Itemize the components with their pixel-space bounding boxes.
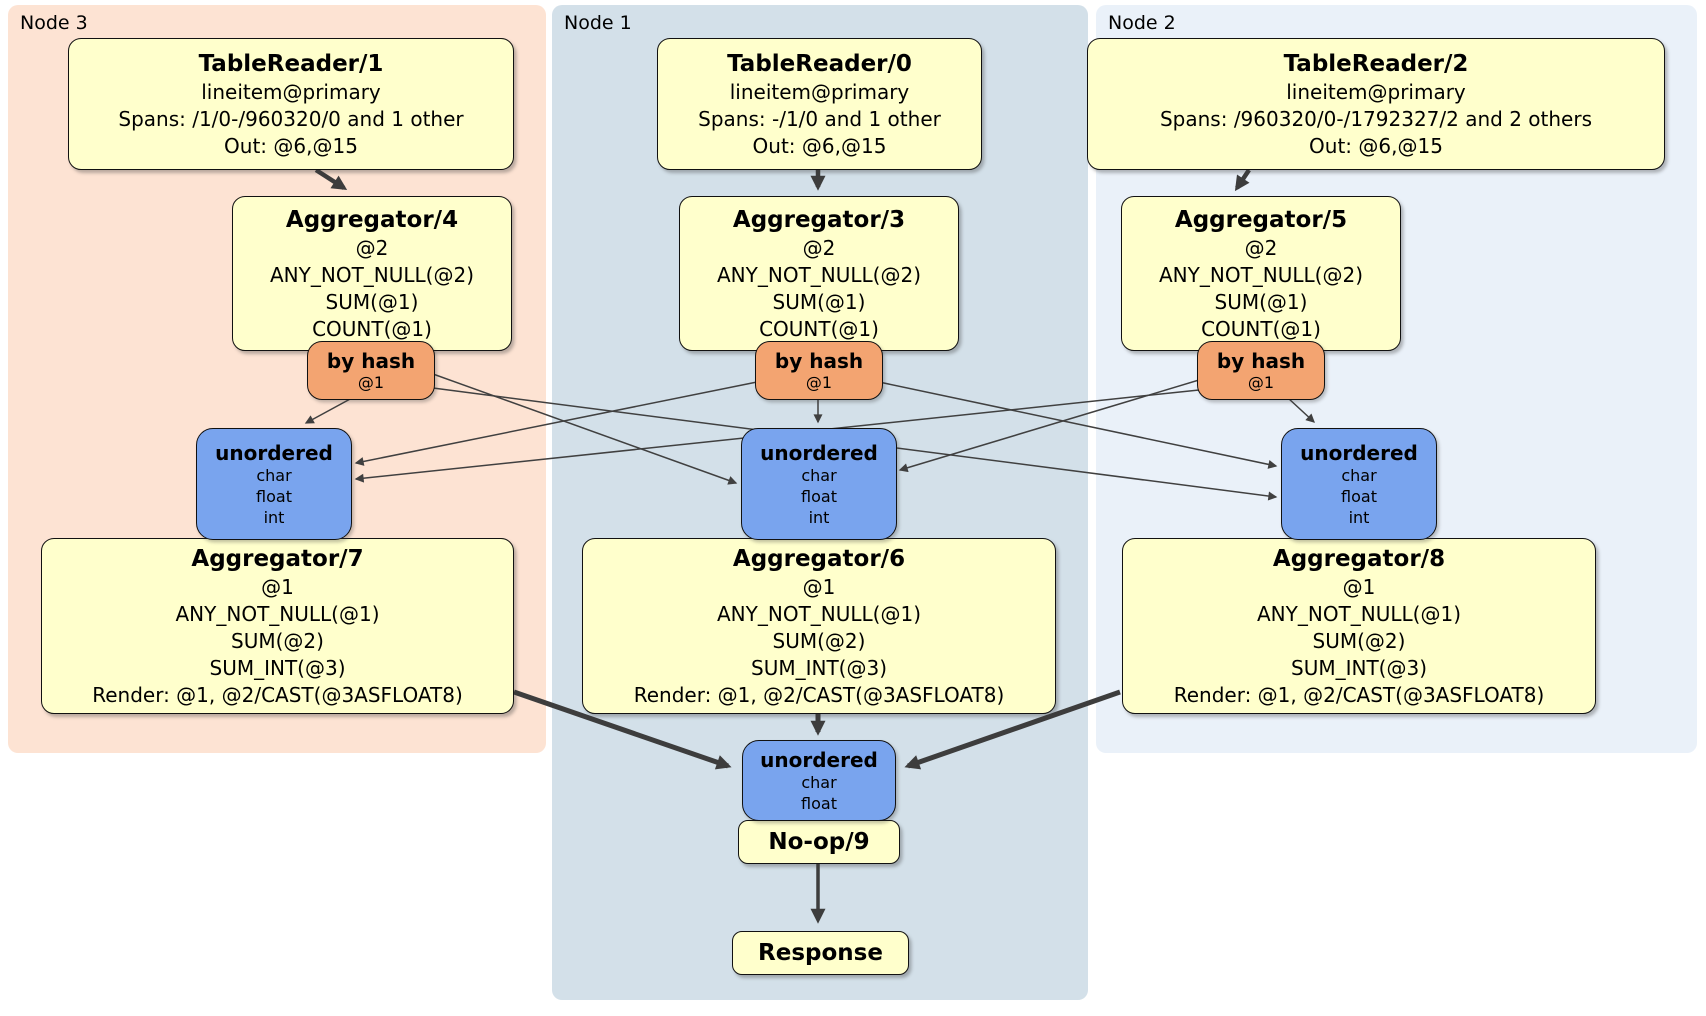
- edge-hashright-syncright: [1287, 397, 1315, 423]
- aggregator-4-fn2: SUM(@1): [325, 289, 419, 314]
- aggregator-5-fn3: COUNT(@1): [1201, 316, 1321, 341]
- aggregator-8-groupcols: @1: [1342, 574, 1376, 599]
- aggregator-4-groupcols: @2: [355, 235, 389, 260]
- unordered-sync-node1-title: unordered: [760, 440, 878, 465]
- tablereader-0-spans: Spans: -/1/0 and 1 other: [698, 106, 941, 131]
- tablereader-1-out: Out: @6,@15: [224, 133, 358, 158]
- unordered-sync-final-title: unordered: [760, 747, 878, 772]
- aggregator-4-node: Aggregator/4 @2 ANY_NOT_NULL(@2) SUM(@1)…: [232, 196, 512, 351]
- aggregator-7-fn1: ANY_NOT_NULL(@1): [175, 601, 380, 626]
- unordered-sync-final-type1: char: [801, 772, 837, 792]
- edge-aggregator7-syncfinal: [513, 689, 732, 770]
- unordered-sync-node1-type2: float: [801, 486, 837, 506]
- tablereader-2-spans: Spans: /960320/0-/1792327/2 and 2 others: [1159, 106, 1592, 131]
- by-hash-router-node1-cols: @1: [805, 372, 833, 392]
- aggregator-4-title: Aggregator/4: [285, 206, 459, 233]
- tablereader-1-index: lineitem@primary: [201, 79, 381, 104]
- aggregator-8-render: Render: @1, @2/CAST(@3ASFLOAT8): [1173, 682, 1545, 707]
- aggregator-5-fn1: ANY_NOT_NULL(@2): [1159, 262, 1363, 287]
- by-hash-router-node1: by hash @1: [755, 341, 883, 400]
- edge-tablereader2-aggregator5: [1234, 168, 1251, 192]
- aggregator-5-fn2: SUM(@1): [1214, 289, 1308, 314]
- tablereader-1-node: TableReader/1 lineitem@primary Spans: /1…: [68, 38, 514, 170]
- aggregator-6-fn1: ANY_NOT_NULL(@1): [717, 601, 921, 626]
- unordered-sync-final: unordered char float: [742, 740, 896, 821]
- aggregator-6-fn2: SUM(@2): [772, 628, 866, 653]
- tablereader-0-index: lineitem@primary: [729, 79, 910, 104]
- node3-region-label: Node 3: [20, 12, 88, 34]
- aggregator-6-fn3: SUM_INT(@3): [751, 655, 887, 680]
- edge-aggregator8-syncfinal: [904, 689, 1121, 770]
- aggregator-7-fn2: SUM(@2): [231, 628, 324, 653]
- by-hash-router-node3-cols: @1: [357, 372, 385, 392]
- node2-region-label: Node 2: [1108, 12, 1176, 34]
- aggregator-6-node: Aggregator/6 @1 ANY_NOT_NULL(@1) SUM(@2)…: [582, 538, 1056, 714]
- unordered-sync-node3-title: unordered: [215, 440, 333, 465]
- by-hash-router-node3: by hash @1: [307, 341, 435, 400]
- aggregator-8-fn1: ANY_NOT_NULL(@1): [1257, 601, 1461, 626]
- aggregator-3-fn1: ANY_NOT_NULL(@2): [717, 262, 921, 287]
- aggregator-7-node: Aggregator/7 @1 ANY_NOT_NULL(@1) SUM(@2)…: [41, 538, 514, 714]
- tablereader-1-spans: Spans: /1/0-/960320/0 and 1 other: [118, 106, 464, 131]
- unordered-sync-node2-type1: char: [1341, 465, 1377, 485]
- by-hash-router-node2-cols: @1: [1247, 372, 1275, 392]
- aggregator-6-groupcols: @1: [802, 574, 836, 599]
- edge-tablereader1-aggregator4: [314, 168, 348, 191]
- aggregator-5-title: Aggregator/5: [1174, 206, 1348, 233]
- aggregator-7-title: Aggregator/7: [191, 545, 364, 572]
- by-hash-router-node1-title: by hash: [774, 348, 864, 373]
- unordered-sync-node1-type1: char: [801, 465, 837, 485]
- aggregator-4-fn1: ANY_NOT_NULL(@2): [270, 262, 474, 287]
- unordered-sync-node3: unordered char float int: [196, 428, 352, 540]
- edge-hashmid-syncright: [878, 381, 1278, 469]
- aggregator-8-fn3: SUM_INT(@3): [1291, 655, 1427, 680]
- noop-9-node: No-op/9: [738, 820, 900, 864]
- unordered-sync-node2: unordered char float int: [1281, 428, 1437, 540]
- aggregator-3-fn2: SUM(@1): [772, 289, 866, 314]
- aggregator-3-fn3: COUNT(@1): [759, 316, 879, 341]
- unordered-sync-final-type2: float: [801, 793, 837, 813]
- aggregator-8-fn2: SUM(@2): [1312, 628, 1406, 653]
- aggregator-7-render: Render: @1, @2/CAST(@3ASFLOAT8): [92, 682, 463, 707]
- aggregator-7-groupcols: @1: [261, 574, 294, 599]
- unordered-sync-node2-type3: int: [1348, 507, 1370, 527]
- tablereader-2-index: lineitem@primary: [1286, 79, 1466, 104]
- tablereader-0-node: TableReader/0 lineitem@primary Spans: -/…: [657, 38, 982, 170]
- node1-region-label: Node 1: [564, 12, 632, 34]
- by-hash-router-node2-title: by hash: [1216, 348, 1306, 373]
- unordered-sync-node3-type3: int: [263, 507, 285, 527]
- noop-9-title: No-op/9: [768, 829, 870, 855]
- tablereader-2-title: TableReader/2: [1283, 50, 1469, 77]
- tablereader-2-node: TableReader/2 lineitem@primary Spans: /9…: [1087, 38, 1665, 170]
- response-title: Response: [758, 940, 883, 966]
- response-node: Response: [732, 931, 909, 975]
- edge-hashright-syncmid: [898, 379, 1200, 473]
- edge-hashleft-syncleft: [304, 397, 353, 424]
- tablereader-0-title: TableReader/0: [727, 50, 912, 77]
- by-hash-router-node2: by hash @1: [1197, 341, 1325, 400]
- aggregator-4-fn3: COUNT(@1): [312, 316, 432, 341]
- unordered-sync-node1-type3: int: [808, 507, 830, 527]
- tablereader-0-out: Out: @6,@15: [752, 133, 887, 158]
- unordered-sync-node3-type1: char: [256, 465, 292, 485]
- edge-hashleft-syncmid: [432, 373, 738, 485]
- aggregator-5-node: Aggregator/5 @2 ANY_NOT_NULL(@2) SUM(@1)…: [1121, 196, 1401, 351]
- aggregator-5-groupcols: @2: [1244, 235, 1278, 260]
- edge-hashmid-syncleft: [354, 381, 758, 466]
- aggregator-3-groupcols: @2: [802, 235, 836, 260]
- tablereader-1-title: TableReader/1: [198, 50, 384, 77]
- aggregator-3-title: Aggregator/3: [732, 206, 906, 233]
- aggregator-6-render: Render: @1, @2/CAST(@3ASFLOAT8): [633, 682, 1005, 707]
- aggregator-3-node: Aggregator/3 @2 ANY_NOT_NULL(@2) SUM(@1)…: [679, 196, 959, 351]
- unordered-sync-node1: unordered char float int: [741, 428, 897, 540]
- unordered-sync-node2-title: unordered: [1300, 440, 1418, 465]
- aggregator-7-fn3: SUM_INT(@3): [209, 655, 346, 680]
- unordered-sync-node3-type2: float: [256, 486, 292, 506]
- unordered-sync-node2-type2: float: [1341, 486, 1377, 506]
- aggregator-6-title: Aggregator/6: [732, 545, 906, 572]
- aggregator-8-title: Aggregator/8: [1272, 545, 1446, 572]
- by-hash-router-node3-title: by hash: [326, 348, 416, 373]
- aggregator-8-node: Aggregator/8 @1 ANY_NOT_NULL(@1) SUM(@2)…: [1122, 538, 1596, 714]
- tablereader-2-out: Out: @6,@15: [1309, 133, 1443, 158]
